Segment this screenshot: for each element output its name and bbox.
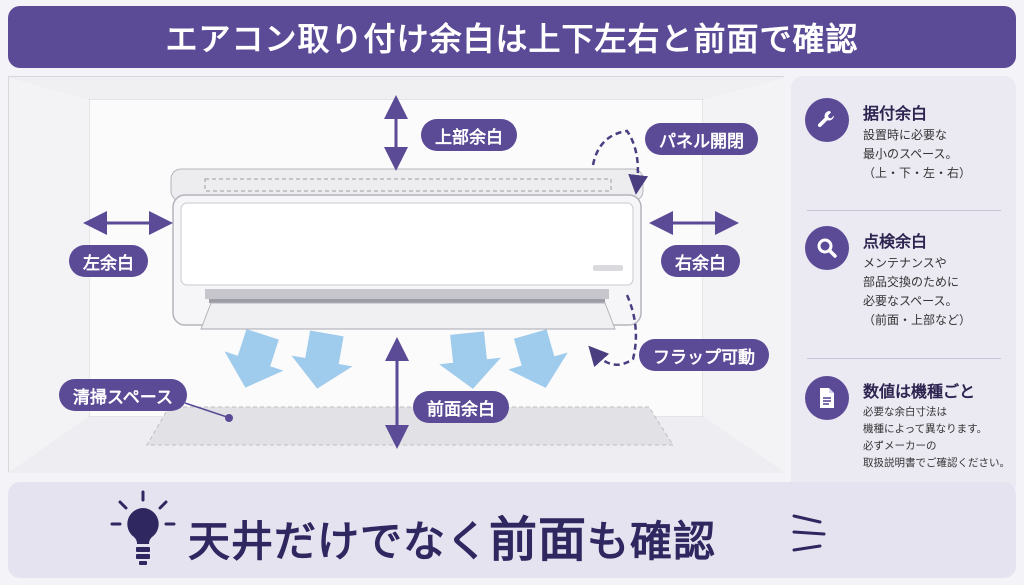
cleaning-leader-line [184,402,228,418]
room-illustration [9,77,785,473]
wrench-icon [805,98,849,142]
info-title: 据付余白 [863,104,928,123]
flap-swing-arrow [588,294,638,368]
info-model-values: 数値は機種ごと 必要な余白寸法は 機種によって異なります。 必ずメーカーの 取扱… [805,376,1010,488]
document-icon [805,376,849,420]
bottom-banner: 天井だけでなく前面も確認 [8,482,1016,578]
airflow-arrows [224,329,568,389]
info-title: 数値は機種ごと [863,382,976,401]
emphasis-lines-icon [792,514,826,552]
info-body: 設置時に必要な 最小のスペース。 （上・下・左・右） [863,128,972,180]
lightbulb-icon [110,490,176,565]
cleaning-space-area [146,406,674,446]
search-icon [805,226,849,270]
info-title: 点検余白 [863,232,928,251]
info-inspection-clearance: 点検余白 メンテナンスや 部品交換のために 必要なスペース。 （前面・上部など） [805,226,1005,356]
divider [807,210,1001,211]
label-front-clearance: 前面余白 [413,391,509,423]
label-panel-open: パネル開閉 [645,123,758,155]
cleaning-leader-dot [225,414,233,422]
title-bar: エアコン取り付け余白は上下左右と前面で確認 [8,6,1016,68]
banner-message: 天井だけでなく前面も確認 [188,512,717,568]
info-sidebar: 据付余白 設置時に必要な 最小のスペース。 （上・下・左・右） 点検余白 メンテ… [791,76,1016,496]
label-top-clearance: 上部余白 [421,119,517,151]
label-left-clearance: 左余白 [69,245,148,277]
info-body: メンテナンスや 部品交換のために 必要なスペース。 （前面・上部など） [863,256,972,327]
room-diagram: 上部余白 パネル開閉 左余白 右余白 フラップ可動 清掃スペース 前面余白 [8,76,785,473]
panel-swing-arrow [591,129,649,195]
info-install-clearance: 据付余白 設置時に必要な 最小のスペース。 （上・下・左・右） [805,98,1005,208]
label-cleaning-space: 清掃スペース [59,379,187,411]
info-body: 必要な余白寸法は 機種によって異なります。 必ずメーカーの 取扱説明書でご確認く… [863,406,1010,469]
air-conditioner-unit [170,168,644,330]
divider [807,358,1001,359]
page-title: エアコン取り付け余白は上下左右と前面で確認 [165,20,859,58]
label-right-clearance: 右余白 [661,245,740,277]
label-flap-movement: フラップ可動 [639,339,769,371]
